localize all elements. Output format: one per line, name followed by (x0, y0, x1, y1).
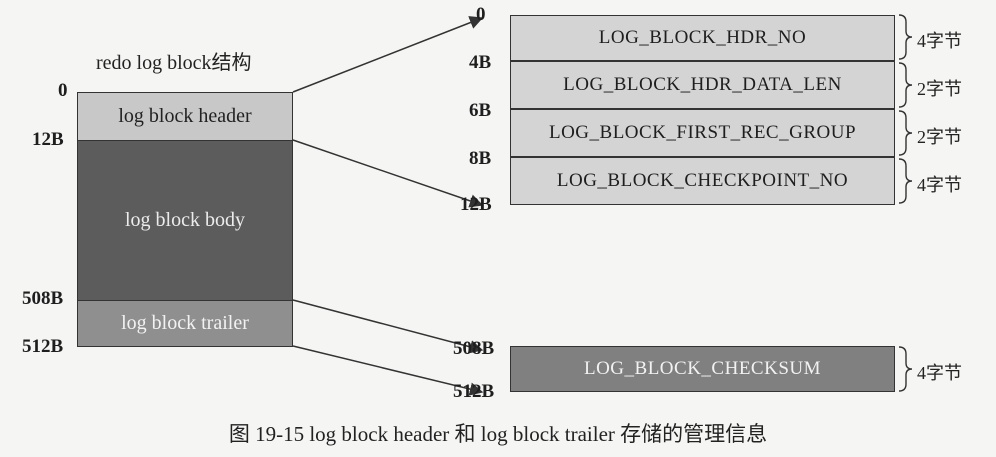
block-offset-12b: 12B (32, 129, 64, 150)
trl-offset-508b: 508B (453, 338, 495, 359)
trl-offset-512b: 512B (453, 381, 495, 402)
size-checkpoint-no: 4字节 (917, 175, 962, 195)
block-offset-0: 0 (58, 80, 68, 101)
field-log-block-checksum: LOG_BLOCK_CHECKSUM (510, 346, 895, 392)
brace-checkpoint-no (898, 158, 913, 204)
size-checksum: 4字节 (917, 363, 962, 383)
hdr-offset-0: 0 (476, 4, 486, 25)
hdr-offset-6b: 6B (469, 100, 492, 121)
block-header-segment: log block header (77, 92, 293, 141)
hdr-offset-4b: 4B (469, 52, 492, 73)
field-log-block-hdr-no: LOG_BLOCK_HDR_NO (510, 15, 895, 61)
diagram-title: redo log block结构 (96, 52, 252, 74)
header-top-arrow (292, 16, 484, 93)
size-hdr-data-len: 2字节 (917, 79, 962, 99)
size-hdr-no: 4字节 (917, 31, 962, 51)
header-bottom-arrow (292, 139, 484, 208)
hdr-offset-8b: 8B (469, 148, 492, 169)
trailer-top-arrow (292, 299, 484, 354)
block-offset-512b: 512B (22, 336, 64, 357)
hdr-offset-12b: 12B (460, 194, 492, 215)
trailer-bottom-arrow (292, 345, 484, 396)
brace-hdr-data-len (898, 62, 913, 108)
block-offset-508b: 508B (22, 288, 64, 309)
brace-first-rec-group (898, 110, 913, 156)
block-body-segment: log block body (77, 140, 293, 301)
brace-checksum (898, 346, 913, 392)
brace-hdr-no (898, 14, 913, 60)
field-log-block-hdr-data-len: LOG_BLOCK_HDR_DATA_LEN (510, 61, 895, 109)
field-log-block-first-rec-group: LOG_BLOCK_FIRST_REC_GROUP (510, 109, 895, 157)
field-log-block-checkpoint-no: LOG_BLOCK_CHECKPOINT_NO (510, 157, 895, 205)
block-trailer-segment: log block trailer (77, 300, 293, 347)
size-first-rec-group: 2字节 (917, 127, 962, 147)
figure-caption: 图 19-15 log block header 和 log block tra… (228, 422, 768, 446)
